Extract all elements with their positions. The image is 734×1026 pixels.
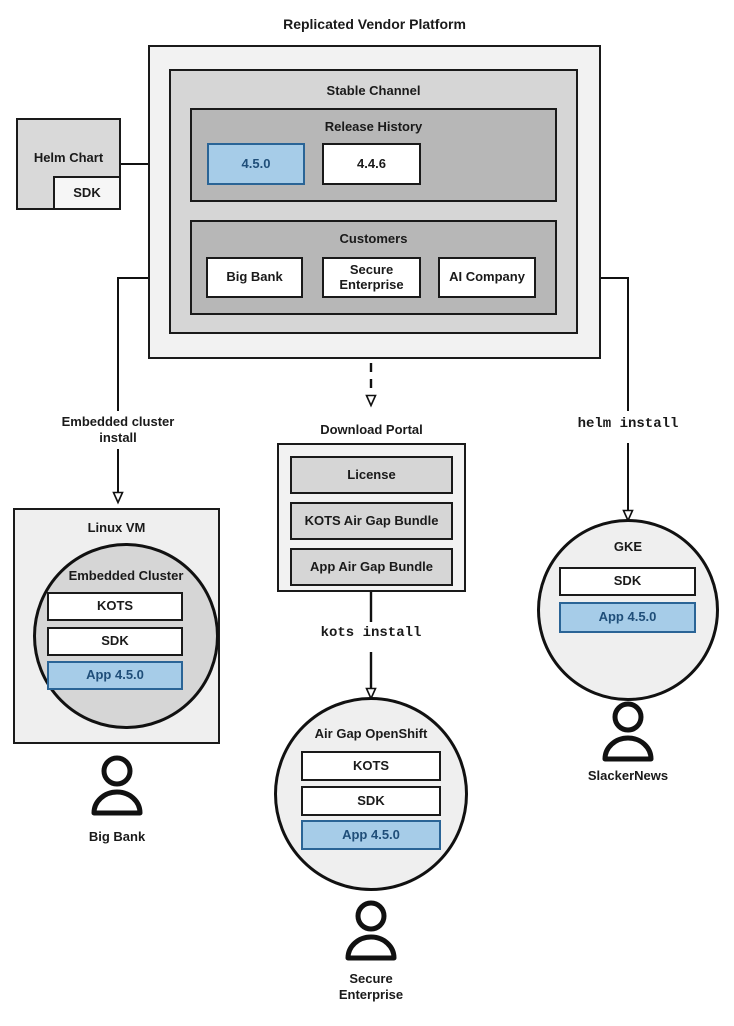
gke-title: GKE — [613, 539, 643, 554]
embedded-cluster-install-line2: install — [99, 430, 137, 446]
secure-enterprise-customer-line2: Enterprise — [338, 987, 404, 1003]
download-portal-item-app-air-gap-bundle[interactable]: App Air Gap Bundle — [290, 548, 453, 586]
helm-chart-label: Helm Chart — [33, 150, 104, 165]
download-portal-title: Download Portal — [320, 422, 423, 437]
linux-vm-component-sdk[interactable]: SDK — [47, 627, 183, 656]
gke-component-app[interactable]: App 4.5.0 — [559, 602, 696, 633]
kots-install-label: kots install — [320, 625, 422, 641]
air-gap-openshift-component-app[interactable]: App 4.5.0 — [301, 820, 441, 850]
linux-vm-component-kots[interactable]: KOTS — [47, 592, 183, 621]
customers-title: Customers — [339, 231, 408, 246]
secure-enterprise-customer-line1: Secure — [349, 971, 393, 986]
page-title: Replicated Vendor Platform — [283, 16, 466, 32]
customer-big-bank[interactable]: Big Bank — [206, 257, 303, 298]
embedded-cluster-title: Embedded Cluster — [68, 568, 184, 583]
air-gap-openshift-title: Air Gap OpenShift — [314, 726, 428, 741]
stable-channel-title: Stable Channel — [326, 83, 421, 98]
linux-vm-title: Linux VM — [87, 520, 146, 535]
secure-enterprise-person-icon — [345, 900, 397, 961]
release-4-5-0[interactable]: 4.5.0 — [207, 143, 305, 185]
big-bank-person-icon — [91, 755, 143, 816]
big-bank-customer-label: Big Bank — [88, 829, 146, 844]
embedded-cluster-install-line1: Embedded cluster — [61, 414, 175, 429]
gke-component-sdk[interactable]: SDK — [559, 567, 696, 596]
helm-install-label: helm install — [577, 416, 679, 432]
release-history-title: Release History — [324, 119, 423, 134]
linux-vm-component-app[interactable]: App 4.5.0 — [47, 661, 183, 690]
air-gap-openshift-component-sdk[interactable]: SDK — [301, 786, 441, 816]
customer-secure-enterprise[interactable]: Secure Enterprise — [322, 257, 421, 298]
release-4-4-6[interactable]: 4.4.6 — [322, 143, 421, 185]
helm-chart-sdk-box[interactable]: SDK — [53, 176, 121, 210]
embedded-cluster-install-label: Embedded cluster install — [38, 414, 198, 447]
slackernews-person-icon — [602, 701, 654, 762]
download-portal-item-license[interactable]: License — [290, 456, 453, 494]
download-portal-item-kots-air-gap-bundle[interactable]: KOTS Air Gap Bundle — [290, 502, 453, 540]
air-gap-openshift-component-kots[interactable]: KOTS — [301, 751, 441, 781]
helm-chart-sdk-label: SDK — [73, 184, 101, 200]
slackernews-customer-label: SlackerNews — [587, 768, 669, 783]
secure-enterprise-customer-label: Secure Enterprise — [291, 971, 451, 1004]
customer-ai-company[interactable]: AI Company — [438, 257, 536, 298]
